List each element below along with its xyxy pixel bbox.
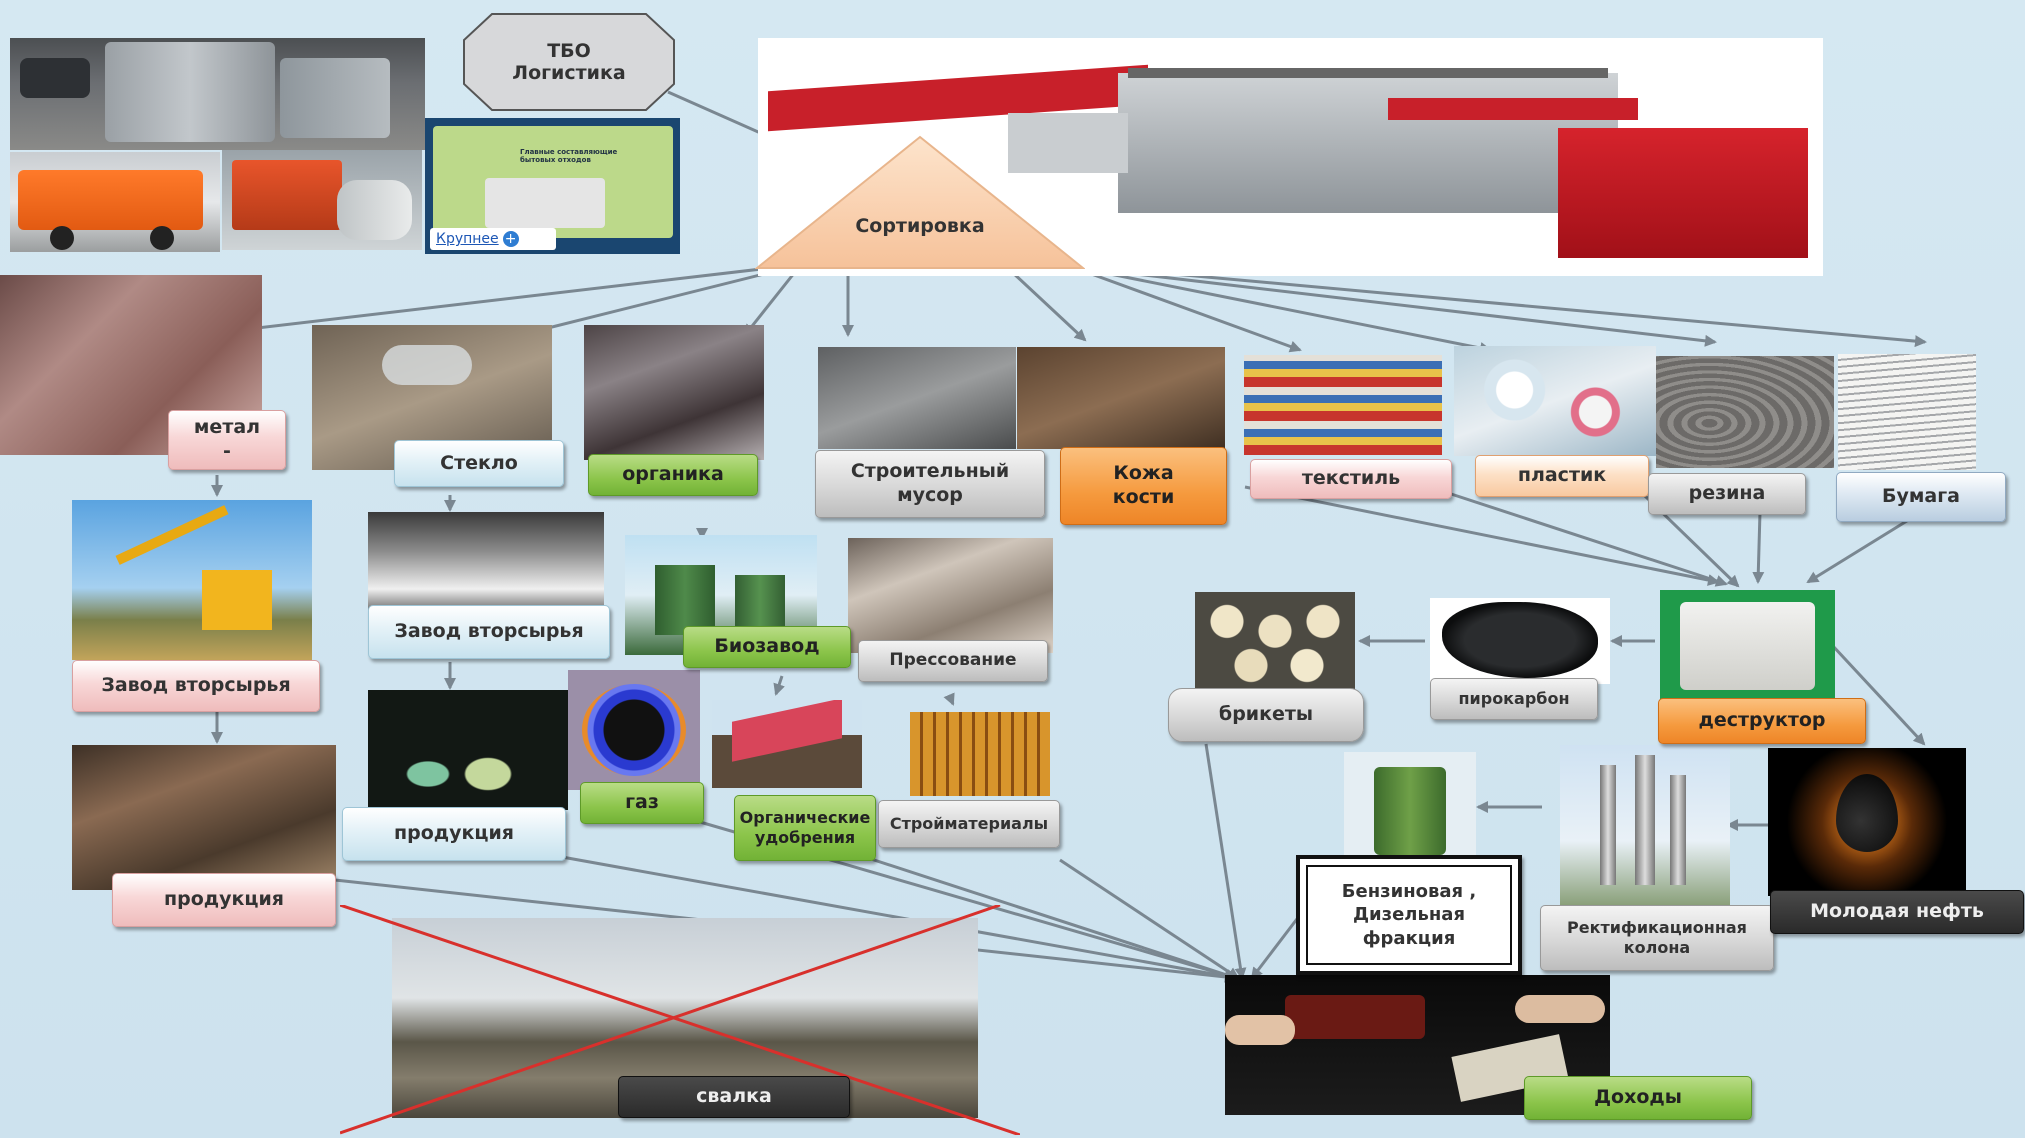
sorting-node: Сортировка (755, 135, 1085, 270)
young-oil-label: Молодая нефть (1770, 890, 2024, 934)
gasoline-diesel-fraction-label: Бензиновая , Дизельная фракция (1296, 855, 1522, 975)
metal-products-photo (72, 745, 336, 890)
rubber-label: резина (1648, 473, 1806, 515)
zoom-in-icon[interactable]: + (502, 231, 519, 247)
recycling-plant-label-2: Завод вторсырья (368, 605, 610, 659)
fuel-canister-photo (1344, 752, 1476, 862)
map-title-text: Главные составляющие бытовых отходов (520, 148, 618, 164)
leather-bones-photo (1017, 347, 1225, 449)
metal-label: метал - (168, 410, 286, 470)
income-label: Доходы (1524, 1076, 1752, 1120)
enlarge-link[interactable]: Крупнее (436, 231, 499, 247)
plastic-label: пластик (1475, 455, 1649, 497)
destructor-label: деструктор (1658, 698, 1866, 744)
garbage-truck-photo (10, 152, 220, 252)
rectification-column-photo (1560, 745, 1730, 905)
tires-photo (1656, 356, 1834, 468)
landfill-crossed-out-icon (340, 905, 1020, 1135)
organic-label: органика (588, 454, 758, 496)
scrap-crane-photo (72, 500, 312, 660)
pyrocarbon-photo (1430, 598, 1610, 684)
waste-containers-photo (10, 38, 425, 150)
bioplant-label: Биозавод (683, 626, 851, 668)
pressing-label: Прессование (858, 640, 1048, 682)
products-label-2: продукция (342, 807, 566, 861)
leather-bones-label: Кожа кости (1060, 447, 1227, 525)
gasoline-diesel-fraction-text: Бензиновая , Дизельная фракция (1306, 865, 1512, 965)
recycling-plant-label-1: Завод вторсырья (72, 660, 320, 712)
organic-fertilizer-label: Органические удобрения (734, 795, 876, 861)
rectification-column-label: Ректификационная колона (1540, 905, 1774, 971)
pyrocarbon-label: пирокарбон (1430, 678, 1598, 720)
briquettes-photo (1195, 592, 1355, 690)
garbage-loader-photo (222, 150, 422, 250)
bricks-photo (910, 712, 1050, 796)
sorting-label: Сортировка (855, 215, 985, 237)
gas-flame-photo (568, 670, 700, 790)
products-label-1: продукция (112, 873, 336, 927)
plastic-bottles-photo (1454, 346, 1656, 456)
glass-products-photo (368, 690, 568, 810)
destructor-machine-photo (1660, 590, 1835, 700)
waste-composition-map-thumbnail: Главные составляющие бытовых отходов Кру… (425, 118, 680, 254)
fertilizer-photo (712, 700, 862, 788)
sorting-line-photo (758, 38, 1823, 276)
recycling-factory-photo (368, 512, 604, 622)
tbo-logistics-label: ТБО Логистика (512, 40, 626, 84)
briquettes-label: брикеты (1168, 688, 1364, 742)
textile-photo (1244, 355, 1442, 455)
young-oil-drop-photo (1768, 748, 1966, 896)
tbo-logistics-node: ТБО Логистика (462, 12, 676, 112)
paper-label: Бумага (1836, 472, 2006, 522)
organic-waste-photo (584, 325, 764, 460)
pressing-machine-photo (848, 538, 1053, 653)
gas-label: газ (580, 782, 704, 824)
construction-waste-photo (818, 347, 1016, 449)
building-materials-label: Стройматериалы (878, 800, 1060, 848)
paper-stack-photo (1838, 354, 1976, 470)
glass-label: Стекло (394, 440, 564, 487)
construction-waste-label: Строительный мусор (815, 450, 1045, 518)
textile-label: текстиль (1250, 459, 1452, 499)
landfill-label: свалка (618, 1076, 850, 1118)
